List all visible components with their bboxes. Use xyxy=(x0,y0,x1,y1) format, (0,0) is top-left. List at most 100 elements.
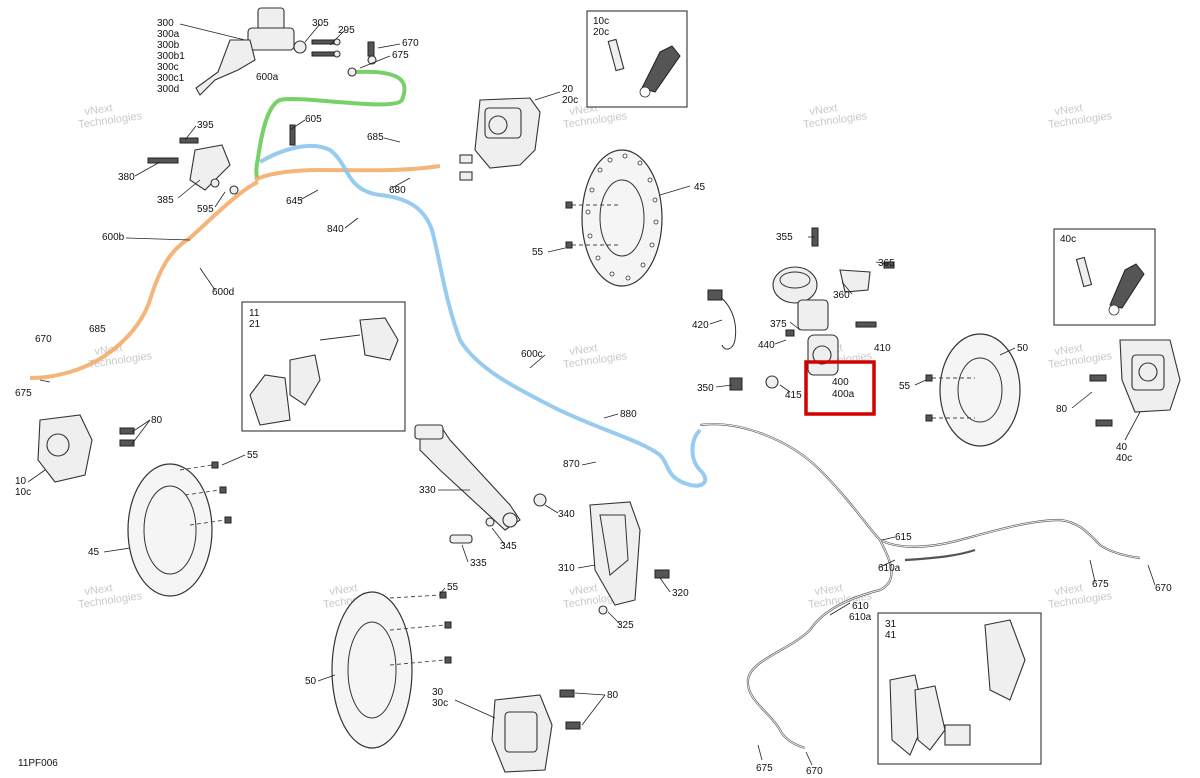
highlight-box-400 xyxy=(804,360,876,416)
callout-300d: 300d xyxy=(157,84,179,95)
callout-45: 45 xyxy=(694,182,706,193)
callout-685: 685 xyxy=(367,132,384,143)
callout-670: 670 xyxy=(1155,583,1172,594)
watermark: vNext xyxy=(569,582,599,598)
callout-10c: 10c xyxy=(15,487,31,498)
callout-300a: 300a xyxy=(157,29,180,40)
callout-610a: 610a xyxy=(878,563,901,574)
callout-415: 415 xyxy=(785,390,802,401)
callout-355: 355 xyxy=(776,232,793,243)
front-brake-disc-45 xyxy=(565,149,663,287)
callout-670: 670 xyxy=(402,38,419,49)
callout-55: 55 xyxy=(899,381,911,392)
inset-bleeder-10c-20c xyxy=(586,10,688,108)
pedal-bracket-310 xyxy=(589,501,670,615)
inset-brake-pads-31-41 xyxy=(877,612,1042,765)
callout-300c: 300c xyxy=(157,62,179,73)
front-brake-disc-45-left xyxy=(127,461,232,597)
brake-pedal-330 xyxy=(414,424,547,544)
callout-675: 675 xyxy=(1092,579,1109,590)
callout-440: 440 xyxy=(758,340,775,351)
callout-600a: 600a xyxy=(256,72,279,83)
callout-50: 50 xyxy=(305,676,317,687)
rear-caliper-30 xyxy=(491,689,581,773)
callout-20c: 20c xyxy=(562,95,578,106)
callout-295: 295 xyxy=(338,25,355,36)
callout-350: 350 xyxy=(697,383,714,394)
callout-840: 840 xyxy=(327,224,344,235)
watermark: vNext xyxy=(809,102,839,118)
callout-600c: 600c xyxy=(521,349,543,360)
callout-335: 335 xyxy=(470,558,487,569)
callout-10c: 10c xyxy=(593,16,609,27)
watermark: vNext xyxy=(84,102,114,118)
callout-300: 300 xyxy=(157,18,174,29)
callout-20: 20 xyxy=(562,84,574,95)
callout-30c: 30c xyxy=(432,698,448,709)
green-brake-line-600a xyxy=(254,69,407,179)
callout-325: 325 xyxy=(617,620,634,631)
callout-410: 410 xyxy=(874,343,891,354)
watermark: vNext xyxy=(1054,102,1084,118)
callout-305: 305 xyxy=(312,18,329,29)
callout-400: 400 xyxy=(832,377,849,388)
callout-55: 55 xyxy=(247,450,259,461)
rear-brake-disc-50-bottom xyxy=(331,591,452,749)
front-master-cylinder xyxy=(195,7,341,96)
callout-385: 385 xyxy=(157,195,174,206)
callout-880: 880 xyxy=(620,409,637,420)
callout-10: 10 xyxy=(15,476,27,487)
rear-brake-disc-50 xyxy=(925,333,1021,447)
callout-300c1: 300c1 xyxy=(157,73,185,84)
callout-40: 40 xyxy=(1116,442,1128,453)
watermark: vNext xyxy=(1054,342,1084,358)
diagram-code: 11PF006 xyxy=(18,758,58,769)
callout-20c: 20c xyxy=(593,27,609,38)
callout-670: 670 xyxy=(806,766,823,777)
callout-55: 55 xyxy=(447,582,459,593)
callout-80: 80 xyxy=(151,415,163,426)
callout-610a: 610a xyxy=(849,612,872,623)
callout-300b1: 300b1 xyxy=(157,51,185,62)
blue-brake-line-600c xyxy=(258,144,708,488)
watermark: vNext xyxy=(569,342,599,358)
callout-395: 395 xyxy=(197,120,214,131)
callout-870: 870 xyxy=(563,459,580,470)
rear-master-cylinder xyxy=(707,227,895,391)
callout-50: 50 xyxy=(1017,343,1029,354)
callout-645: 645 xyxy=(286,196,303,207)
callout-310: 310 xyxy=(558,563,575,574)
callout-600b: 600b xyxy=(102,232,125,243)
callout-680: 680 xyxy=(389,185,406,196)
callout-340: 340 xyxy=(558,509,575,520)
callout-21: 21 xyxy=(249,319,261,330)
callout-685: 685 xyxy=(89,324,106,335)
callout-40c: 40c xyxy=(1116,453,1132,464)
callout-labels: 300 300a 300b 300b1 300c 300c1 300d 305 … xyxy=(15,16,1172,777)
callout-365: 365 xyxy=(878,258,895,269)
callout-675: 675 xyxy=(15,388,32,399)
callout-610: 610 xyxy=(852,601,869,612)
rear-brake-hoses xyxy=(699,423,1141,750)
front-caliper-20 xyxy=(459,97,541,181)
callout-615: 615 xyxy=(895,532,912,543)
callout-675: 675 xyxy=(756,763,773,774)
callout-30: 30 xyxy=(432,687,444,698)
callout-330: 330 xyxy=(419,485,436,496)
callout-400a: 400a xyxy=(832,389,855,400)
callout-595: 595 xyxy=(197,204,214,215)
clamp-parts-380-395 xyxy=(147,124,296,195)
callout-80: 80 xyxy=(607,690,619,701)
callout-380: 380 xyxy=(118,172,135,183)
callout-375: 375 xyxy=(770,319,787,330)
callout-600d: 600d xyxy=(212,287,234,298)
watermark: vNext xyxy=(814,582,844,598)
callout-300b: 300b xyxy=(157,40,180,51)
leader-lines xyxy=(27,23,1156,766)
orange-brake-line-600b xyxy=(29,164,441,380)
callout-605: 605 xyxy=(305,114,322,125)
callout-80: 80 xyxy=(1056,404,1068,415)
callout-45: 45 xyxy=(88,547,100,558)
callout-40c-inset: 40c xyxy=(1060,234,1076,245)
